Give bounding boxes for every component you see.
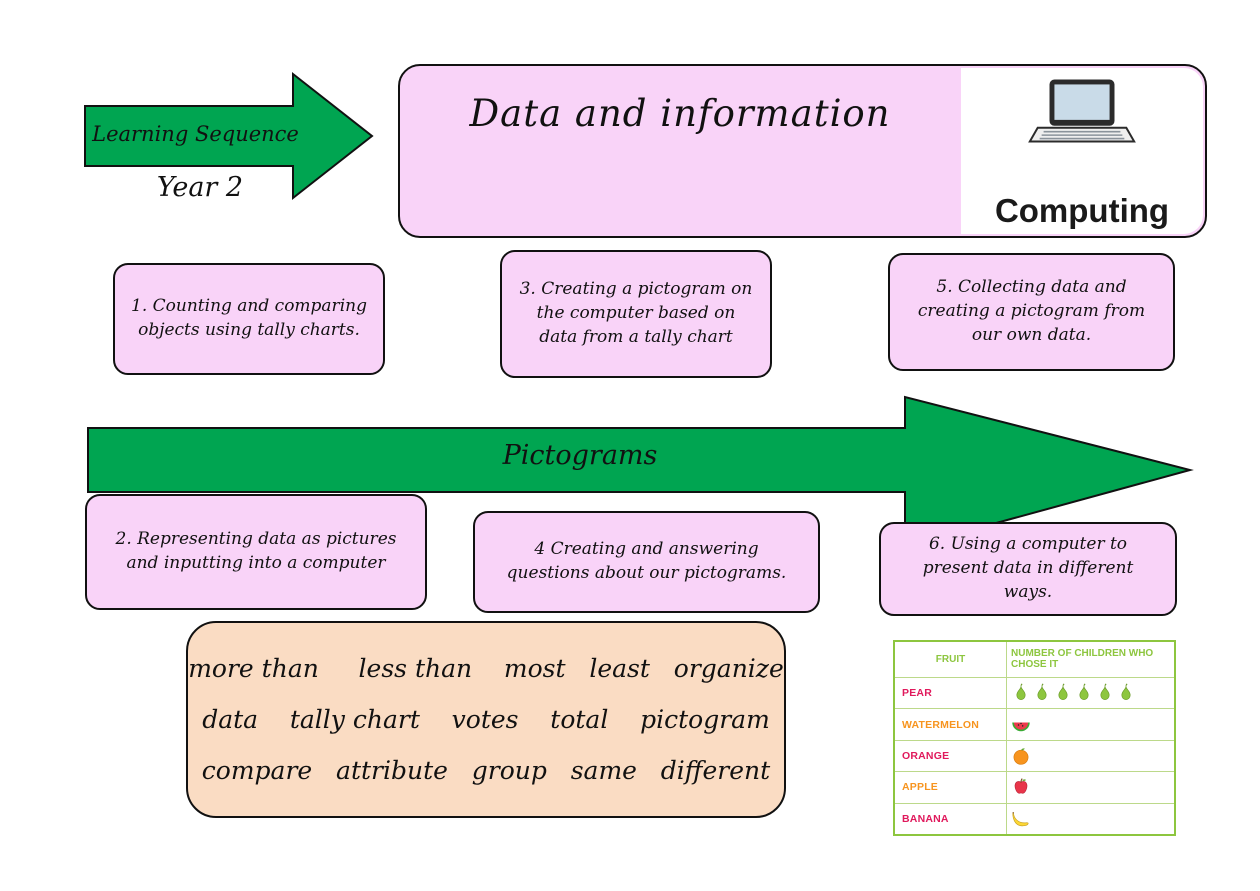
vocab-line-2: data tally chart votes total pictogram: [202, 704, 770, 734]
count-column-header: NUMBER OF CHILDREN WHO CHOSE IT: [1011, 647, 1154, 671]
fruit-pictogram-table: FRUIT NUMBER OF CHILDREN WHO CHOSE IT PE…: [893, 640, 1176, 836]
pictograms-label: Pictograms: [502, 440, 658, 471]
pictogram-row: APPLE: [895, 771, 1174, 803]
fruit-icons-cell: [1007, 678, 1174, 708]
computing-logo: Computing: [961, 68, 1203, 234]
year-label: Year 2: [156, 172, 244, 203]
vocab-line-3: compare attribute group same different: [201, 756, 771, 786]
pictogram-row: PEAR: [895, 676, 1174, 709]
apple-icon: [1011, 777, 1031, 797]
fruit-icons-cell: [1007, 772, 1174, 802]
lesson-card-2: 2. Representing data as pictures and inp…: [85, 494, 427, 610]
pictogram-row: ORANGE: [895, 739, 1174, 772]
fruit-icons-cell: [1007, 804, 1174, 834]
pear-icon: [1053, 683, 1073, 703]
lesson-card-5-text: 5. Collecting data and creating a pictog…: [917, 277, 1146, 345]
learning-sequence-arrow: [84, 71, 374, 201]
fruit-name: APPLE: [902, 781, 939, 794]
fruit-column-header: FRUIT: [935, 653, 966, 665]
lesson-card-6-text: 6. Using a computer to present data in d…: [922, 534, 1134, 602]
fruit-name: WATERMELON: [902, 718, 980, 731]
lesson-card-1: 1. Counting and comparing objects using …: [113, 263, 385, 375]
watermelon-icon: [1011, 715, 1031, 735]
lesson-card-2-text: 2. Representing data as pictures and inp…: [115, 529, 397, 573]
orange-icon: [1011, 746, 1031, 766]
laptop-icon: [1028, 79, 1136, 143]
lesson-card-4-text: 4 Creating and answering questions about…: [506, 539, 787, 583]
pear-icon: [1011, 683, 1031, 703]
vocabulary-box: more than less than most least organize …: [186, 621, 786, 818]
fruit-name: BANANA: [902, 812, 949, 825]
fruit-icons-cell: [1007, 741, 1174, 771]
computing-wordmark: Computing: [994, 192, 1170, 229]
lesson-card-1-text: 1. Counting and comparing objects using …: [131, 296, 367, 340]
pictogram-header-row: FRUIT NUMBER OF CHILDREN WHO CHOSE IT: [895, 642, 1174, 677]
pear-icon: [1116, 683, 1136, 703]
pear-icon: [1074, 683, 1094, 703]
fruit-icons-cell: [1007, 709, 1174, 739]
lesson-card-3-text: 3. Creating a pictogram on the computer …: [519, 279, 753, 347]
pear-icon: [1095, 683, 1115, 703]
learning-sequence-label: Learning Sequence: [92, 122, 299, 146]
pictograms-arrow: [87, 395, 1194, 550]
fruit-name: ORANGE: [902, 749, 950, 762]
fruit-name: PEAR: [902, 687, 932, 700]
lesson-card-4: 4 Creating and answering questions about…: [473, 511, 820, 613]
lesson-card-5: 5. Collecting data and creating a pictog…: [888, 253, 1175, 371]
pictogram-row: BANANA: [895, 802, 1174, 834]
lesson-card-6: 6. Using a computer to present data in d…: [879, 522, 1177, 616]
vocab-line-1: more than less than most least organize: [188, 653, 784, 683]
title-card: Data and information Computing: [398, 64, 1207, 238]
pictogram-row: WATERMELON: [895, 708, 1174, 740]
lesson-card-3: 3. Creating a pictogram on the computer …: [500, 250, 772, 378]
banana-icon: [1011, 809, 1031, 829]
pear-icon: [1032, 683, 1052, 703]
unit-title: Data and information: [469, 92, 891, 135]
